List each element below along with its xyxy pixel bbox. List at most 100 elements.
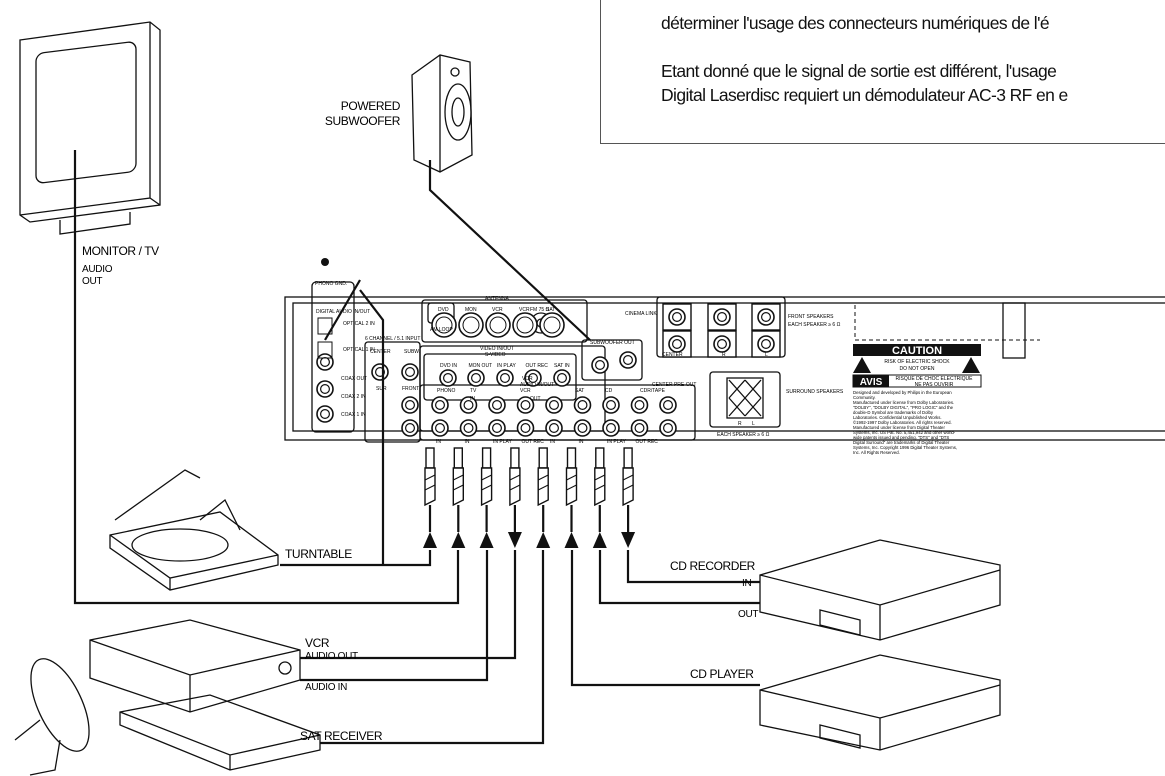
rca-jack-ring <box>471 373 482 384</box>
rca-plug <box>425 447 435 469</box>
plug-grip <box>622 474 634 491</box>
audio-group-label: PHONO <box>437 388 455 394</box>
rca-jack-ring <box>500 373 511 384</box>
surround-tag-r: R <box>738 421 742 427</box>
rca-jack-ring <box>435 423 446 434</box>
each-speaker-label: EACH SPEAKER ≥ 6 Ω <box>788 322 841 328</box>
cables <box>73 150 760 745</box>
optical1-label: OPTICAL 1 IN <box>343 347 375 353</box>
rca-jack-ring <box>577 400 588 411</box>
video-inout-label: VIDEO IN/OUT <box>480 346 514 352</box>
rca-jack-ring <box>405 423 416 434</box>
audio-sub-label: IN PLAY <box>607 439 626 445</box>
audio-sub-label: IN <box>579 439 584 445</box>
rca-jack-ring <box>548 423 559 434</box>
rca-jack-ring <box>405 367 416 378</box>
rca-jack-ring <box>760 339 771 350</box>
rca-jack-ring <box>520 423 531 434</box>
turntable-illustration <box>109 469 279 591</box>
rca-jack-ring <box>520 400 531 411</box>
rca-jack-ring <box>622 355 633 366</box>
note-line: Etant donné que le signal de sortie est … <box>661 61 1057 81</box>
arrow-up-icon <box>423 532 437 548</box>
plug-grip <box>509 474 521 491</box>
legal-line: Community. <box>853 395 876 400</box>
cd-player-illustration <box>759 654 1001 751</box>
coax-out-label: COAX OUT <box>341 376 367 382</box>
rca-jack-ring <box>556 373 567 384</box>
rca-jack-ring <box>634 423 645 434</box>
cd-recorder-out-label: OUT <box>738 609 758 620</box>
legal-line: "DOLBY", "DOLBY DIGITAL", "PRO LOGIC" an… <box>853 405 954 410</box>
surround-each-speaker-label: EACH SPEAKER ≥ 6 Ω <box>717 432 770 438</box>
rca-jack-ring <box>443 373 454 384</box>
rca-jack <box>630 396 649 414</box>
legal-line: Manufactured under license from Dolby La… <box>853 400 954 405</box>
rca-jack-ring <box>435 400 446 411</box>
plug-grip <box>537 474 549 491</box>
rca-jack <box>401 396 419 414</box>
legal-line: Designed and developed by Philips in the… <box>853 390 952 395</box>
optical2-label: OPTICAL 2 IN <box>343 321 375 327</box>
legal-line: ©1992-1997 Dolby Laboratories. All right… <box>853 420 952 425</box>
video-jack-label: SAT IN <box>554 363 570 369</box>
rca-jack-ring <box>671 312 682 323</box>
arrow-up-icon <box>479 532 494 548</box>
svideo-jack-label: SAT <box>546 307 555 313</box>
surround-tag-l: L <box>752 421 755 427</box>
video-jack-label: OUT REC <box>526 363 549 369</box>
rca-plug <box>623 447 633 469</box>
legal-line: double-D Symbol are trademarks of Dolby <box>853 410 934 415</box>
rca-plug <box>453 447 463 469</box>
rca-jack-ring <box>492 423 503 434</box>
rca-plug-body <box>565 467 578 507</box>
in-label: IN <box>470 396 475 402</box>
svg-text:AVIS: AVIS <box>860 377 883 388</box>
tv-audio-out-label: OUT <box>82 276 102 287</box>
tv-audio-out-label: AUDIO <box>82 264 113 275</box>
channel-input-label: 6 CHANNEL / 5.1 INPUT <box>365 336 420 342</box>
rca-jack-ring <box>320 409 331 420</box>
svideo-label: S-VIDEO <box>485 352 506 358</box>
rca-jack-ring <box>463 400 474 411</box>
rca-plug <box>538 447 548 469</box>
rca-jack <box>713 308 731 326</box>
svg-text:NE PAS OUVRIR: NE PAS OUVRIR <box>915 382 954 388</box>
rca-jack-ring <box>405 400 416 411</box>
cd-recorder-illustration <box>759 539 1001 641</box>
rca-jack-ring <box>375 367 386 378</box>
panel-jacks <box>316 258 781 437</box>
rca-jack-ring <box>662 400 673 411</box>
rca-jack-ring <box>716 312 727 323</box>
rca-jack <box>757 308 775 326</box>
rca-jack-ring <box>716 339 727 350</box>
rca-jack <box>524 369 542 387</box>
audio-group-label: TV <box>470 388 477 394</box>
rca-jack <box>431 396 449 414</box>
svideo-jack-ring <box>543 316 561 334</box>
rca-jack <box>516 396 535 414</box>
rca-jack <box>488 396 506 414</box>
rca-jack <box>668 335 686 353</box>
coax2-label: COAX 2 IN <box>341 394 366 400</box>
rca-jack <box>553 369 571 387</box>
rca-jack <box>591 356 609 374</box>
rca-jack <box>602 419 620 437</box>
subw-label: SUBW. <box>404 349 420 355</box>
rca-plug <box>510 447 520 469</box>
audio-group-label: CDR/TAPE <box>640 388 666 394</box>
rca-jack <box>431 419 449 437</box>
rca-jack-ring <box>662 423 673 434</box>
rca-jack <box>668 308 686 326</box>
receiver-rear-panel <box>284 281 1165 443</box>
audio-sub-label: IN <box>465 439 470 445</box>
rca-jack <box>496 369 514 387</box>
arrow-up-icon <box>592 532 607 548</box>
surround-speakers-label: SURROUND SPEAKERS <box>786 389 844 395</box>
rca-jack <box>573 419 592 437</box>
cd-recorder-in-label: IN <box>742 578 751 589</box>
rca-jack-ring <box>605 423 616 434</box>
rca-jack <box>316 380 334 398</box>
rca-jack-ring <box>760 312 771 323</box>
speaker-tag-center: CENTER <box>662 352 683 358</box>
